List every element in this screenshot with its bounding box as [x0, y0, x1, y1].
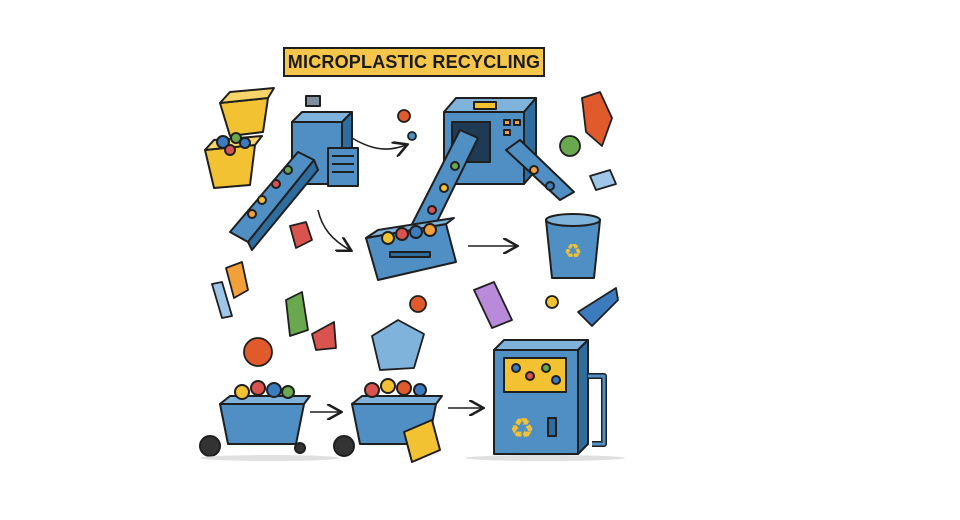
processing-unit: ♻ — [493, 339, 607, 455]
yellow-bins — [204, 87, 275, 189]
ground-scatter — [200, 455, 625, 461]
wheel-icon — [294, 442, 306, 454]
recycle-icon: ♻ — [564, 239, 582, 263]
title-banner: MICROPLASTIC RECYCLING — [283, 47, 545, 77]
collection-tray — [365, 217, 457, 281]
page-title: MICROPLASTIC RECYCLING — [287, 51, 541, 72]
recycling-bin-top: ♻ — [545, 213, 601, 279]
arrow-curved-icon — [317, 209, 350, 250]
shredder-machine — [291, 95, 359, 187]
arrow-curved-icon — [351, 137, 406, 149]
conveyor-belt-left — [229, 151, 319, 251]
wheel-icon — [199, 435, 221, 457]
plastic-fragments — [211, 91, 619, 371]
wheel-icon — [333, 435, 355, 457]
cart-left — [199, 380, 311, 457]
recycle-icon: ♻ — [509, 412, 534, 445]
cart-right — [333, 378, 443, 463]
